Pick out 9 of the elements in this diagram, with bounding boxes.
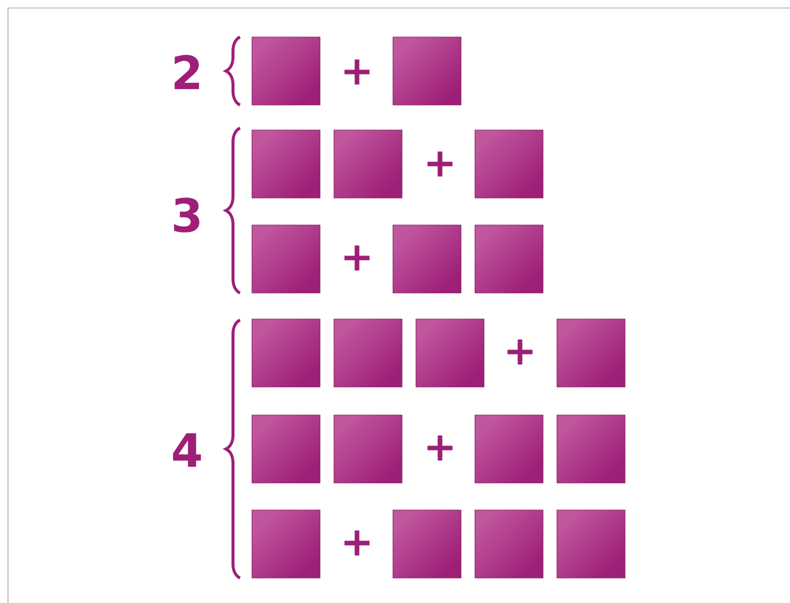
number-label: 2 xyxy=(174,54,199,90)
plus-sign: + xyxy=(427,151,452,177)
plus-sign: + xyxy=(344,245,370,271)
number-label: 4 xyxy=(173,433,201,467)
plus-sign: + xyxy=(344,59,370,85)
plus-sign: + xyxy=(507,339,533,365)
number-label: 3 xyxy=(174,198,200,232)
plus-sign: + xyxy=(427,435,452,461)
plus-sign: + xyxy=(344,530,370,556)
